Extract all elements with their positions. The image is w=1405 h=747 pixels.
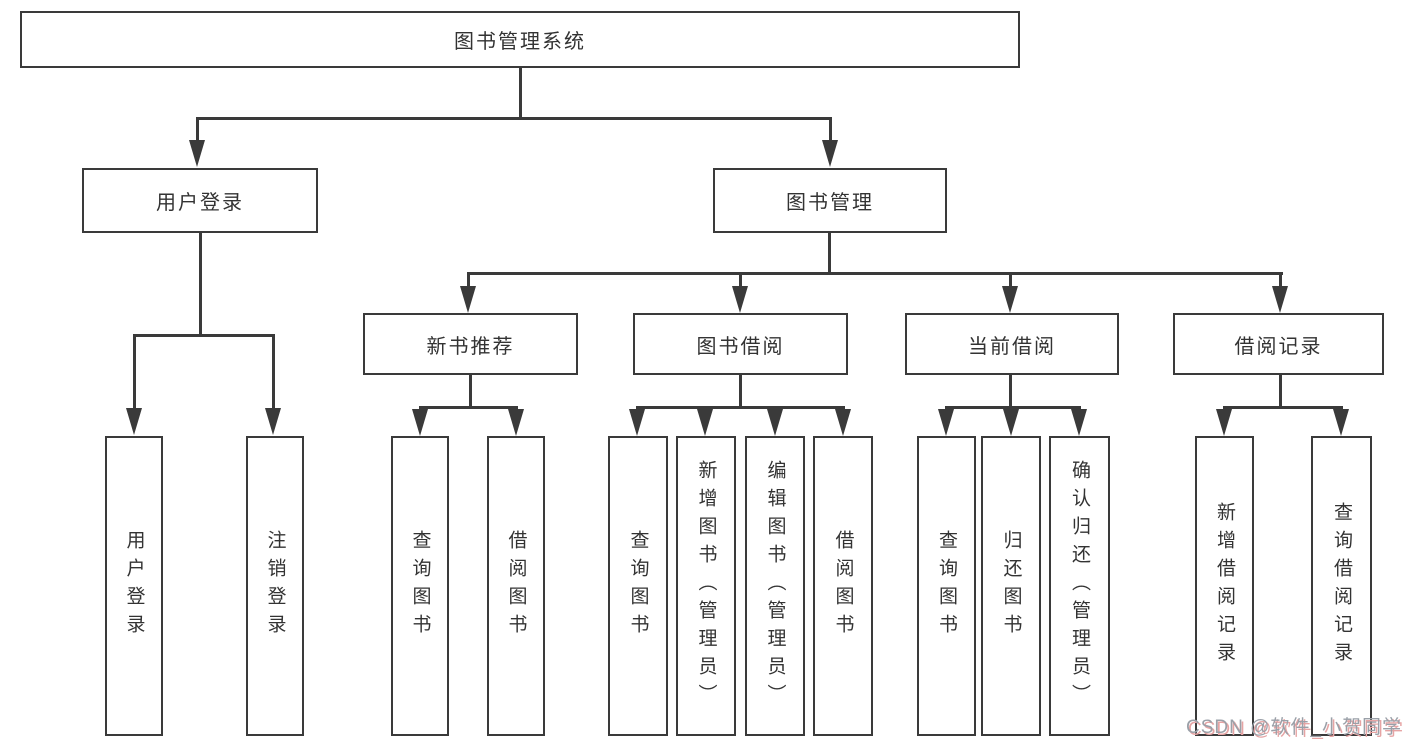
connector-line xyxy=(828,117,832,145)
node-current-borrow: 当前借阅 xyxy=(905,313,1119,375)
node-label: 借阅记录 xyxy=(1234,335,1323,358)
leaf-query-books-current: 查询图书 xyxy=(917,436,976,736)
node-label: 新增图书（管理员） xyxy=(695,460,717,712)
leaf-confirm-return-admin: 确认归还（管理员） xyxy=(1049,436,1110,736)
node-new-book-recommend: 新书推荐 xyxy=(363,313,578,375)
arrow-down-icon xyxy=(629,409,645,436)
connector-line xyxy=(1222,406,1343,409)
node-book-borrow: 图书借阅 xyxy=(633,313,848,375)
node-label: 注销登录 xyxy=(264,530,286,642)
node-label: 查询图书 xyxy=(409,530,431,642)
leaf-logout: 注销登录 xyxy=(246,436,304,736)
connector-line xyxy=(418,406,518,409)
node-label: 当前借阅 xyxy=(968,335,1056,358)
leaf-query-books-borrow: 查询图书 xyxy=(608,436,668,736)
node-label: 确认归还（管理员） xyxy=(1069,460,1090,712)
connector-line xyxy=(1278,272,1282,288)
arrow-down-icon xyxy=(126,408,142,435)
arrow-down-icon xyxy=(265,408,281,435)
leaf-borrow-books-recommend: 借阅图书 xyxy=(487,436,545,736)
arrow-down-icon xyxy=(460,286,476,313)
arrow-down-icon xyxy=(1272,286,1288,313)
connector-line xyxy=(466,272,470,288)
connector-line xyxy=(1278,375,1282,408)
connector-line xyxy=(827,233,831,275)
leaf-user-login: 用户登录 xyxy=(105,436,163,736)
node-label: 查询图书 xyxy=(936,530,957,642)
arrow-down-icon xyxy=(1071,409,1087,436)
connector-line xyxy=(271,334,275,410)
connector-line xyxy=(132,334,275,337)
node-label: 借阅图书 xyxy=(832,530,854,642)
connector-line xyxy=(132,334,136,410)
connector-line xyxy=(738,375,742,408)
arrow-down-icon xyxy=(1002,286,1018,313)
connector-line xyxy=(198,233,202,336)
node-label: 用户登录 xyxy=(156,192,244,214)
arrow-down-icon xyxy=(697,409,713,436)
node-label: 编辑图书（管理员） xyxy=(764,460,786,712)
connector-line xyxy=(1008,375,1012,408)
csdn-watermark: CSDN @软件_小贺同学 xyxy=(1186,717,1402,738)
leaf-borrow-books: 借阅图书 xyxy=(813,436,873,736)
arrow-down-icon xyxy=(189,140,205,167)
arrow-down-icon xyxy=(412,409,428,436)
arrow-down-icon xyxy=(835,409,851,436)
connector-line xyxy=(468,375,472,408)
connector-line xyxy=(635,406,845,409)
node-label: 图书借阅 xyxy=(696,335,785,358)
leaf-query-borrow-record: 查询借阅记录 xyxy=(1311,436,1372,736)
arrow-down-icon xyxy=(1216,409,1232,436)
connector-line xyxy=(195,117,199,145)
connector-line xyxy=(738,272,742,288)
node-root-library-system: 图书管理系统 xyxy=(20,11,1020,68)
leaf-return-books: 归还图书 xyxy=(981,436,1041,736)
arrow-down-icon xyxy=(1003,409,1019,436)
node-label: 用户登录 xyxy=(123,530,145,642)
node-label: 借阅图书 xyxy=(505,530,527,642)
leaf-edit-books-admin: 编辑图书（管理员） xyxy=(745,436,805,736)
node-label: 查询借阅记录 xyxy=(1331,502,1352,670)
node-label: 新书推荐 xyxy=(426,335,515,358)
arrow-down-icon xyxy=(822,140,838,167)
leaf-add-borrow-record: 新增借阅记录 xyxy=(1195,436,1254,736)
node-label: 新增借阅记录 xyxy=(1214,502,1235,670)
leaf-add-books-admin: 新增图书（管理员） xyxy=(676,436,736,736)
leaf-query-books-recommend: 查询图书 xyxy=(391,436,449,736)
node-label: 归还图书 xyxy=(1000,530,1022,642)
node-label: 查询图书 xyxy=(627,530,649,642)
node-book-management: 图书管理 xyxy=(713,168,947,233)
node-label: 图书管理系统 xyxy=(454,31,586,53)
connector-line xyxy=(1008,272,1012,288)
arrow-down-icon xyxy=(1333,409,1349,436)
connector-line xyxy=(518,68,522,118)
arrow-down-icon xyxy=(732,286,748,313)
connector-line xyxy=(195,117,832,120)
connector-line xyxy=(466,272,1283,275)
node-user-login: 用户登录 xyxy=(82,168,318,233)
connector-line xyxy=(944,406,1081,409)
arrow-down-icon xyxy=(938,409,954,436)
arrow-down-icon xyxy=(508,409,524,436)
node-borrow-records: 借阅记录 xyxy=(1173,313,1384,375)
arrow-down-icon xyxy=(767,409,783,436)
node-label: 图书管理 xyxy=(786,192,874,214)
